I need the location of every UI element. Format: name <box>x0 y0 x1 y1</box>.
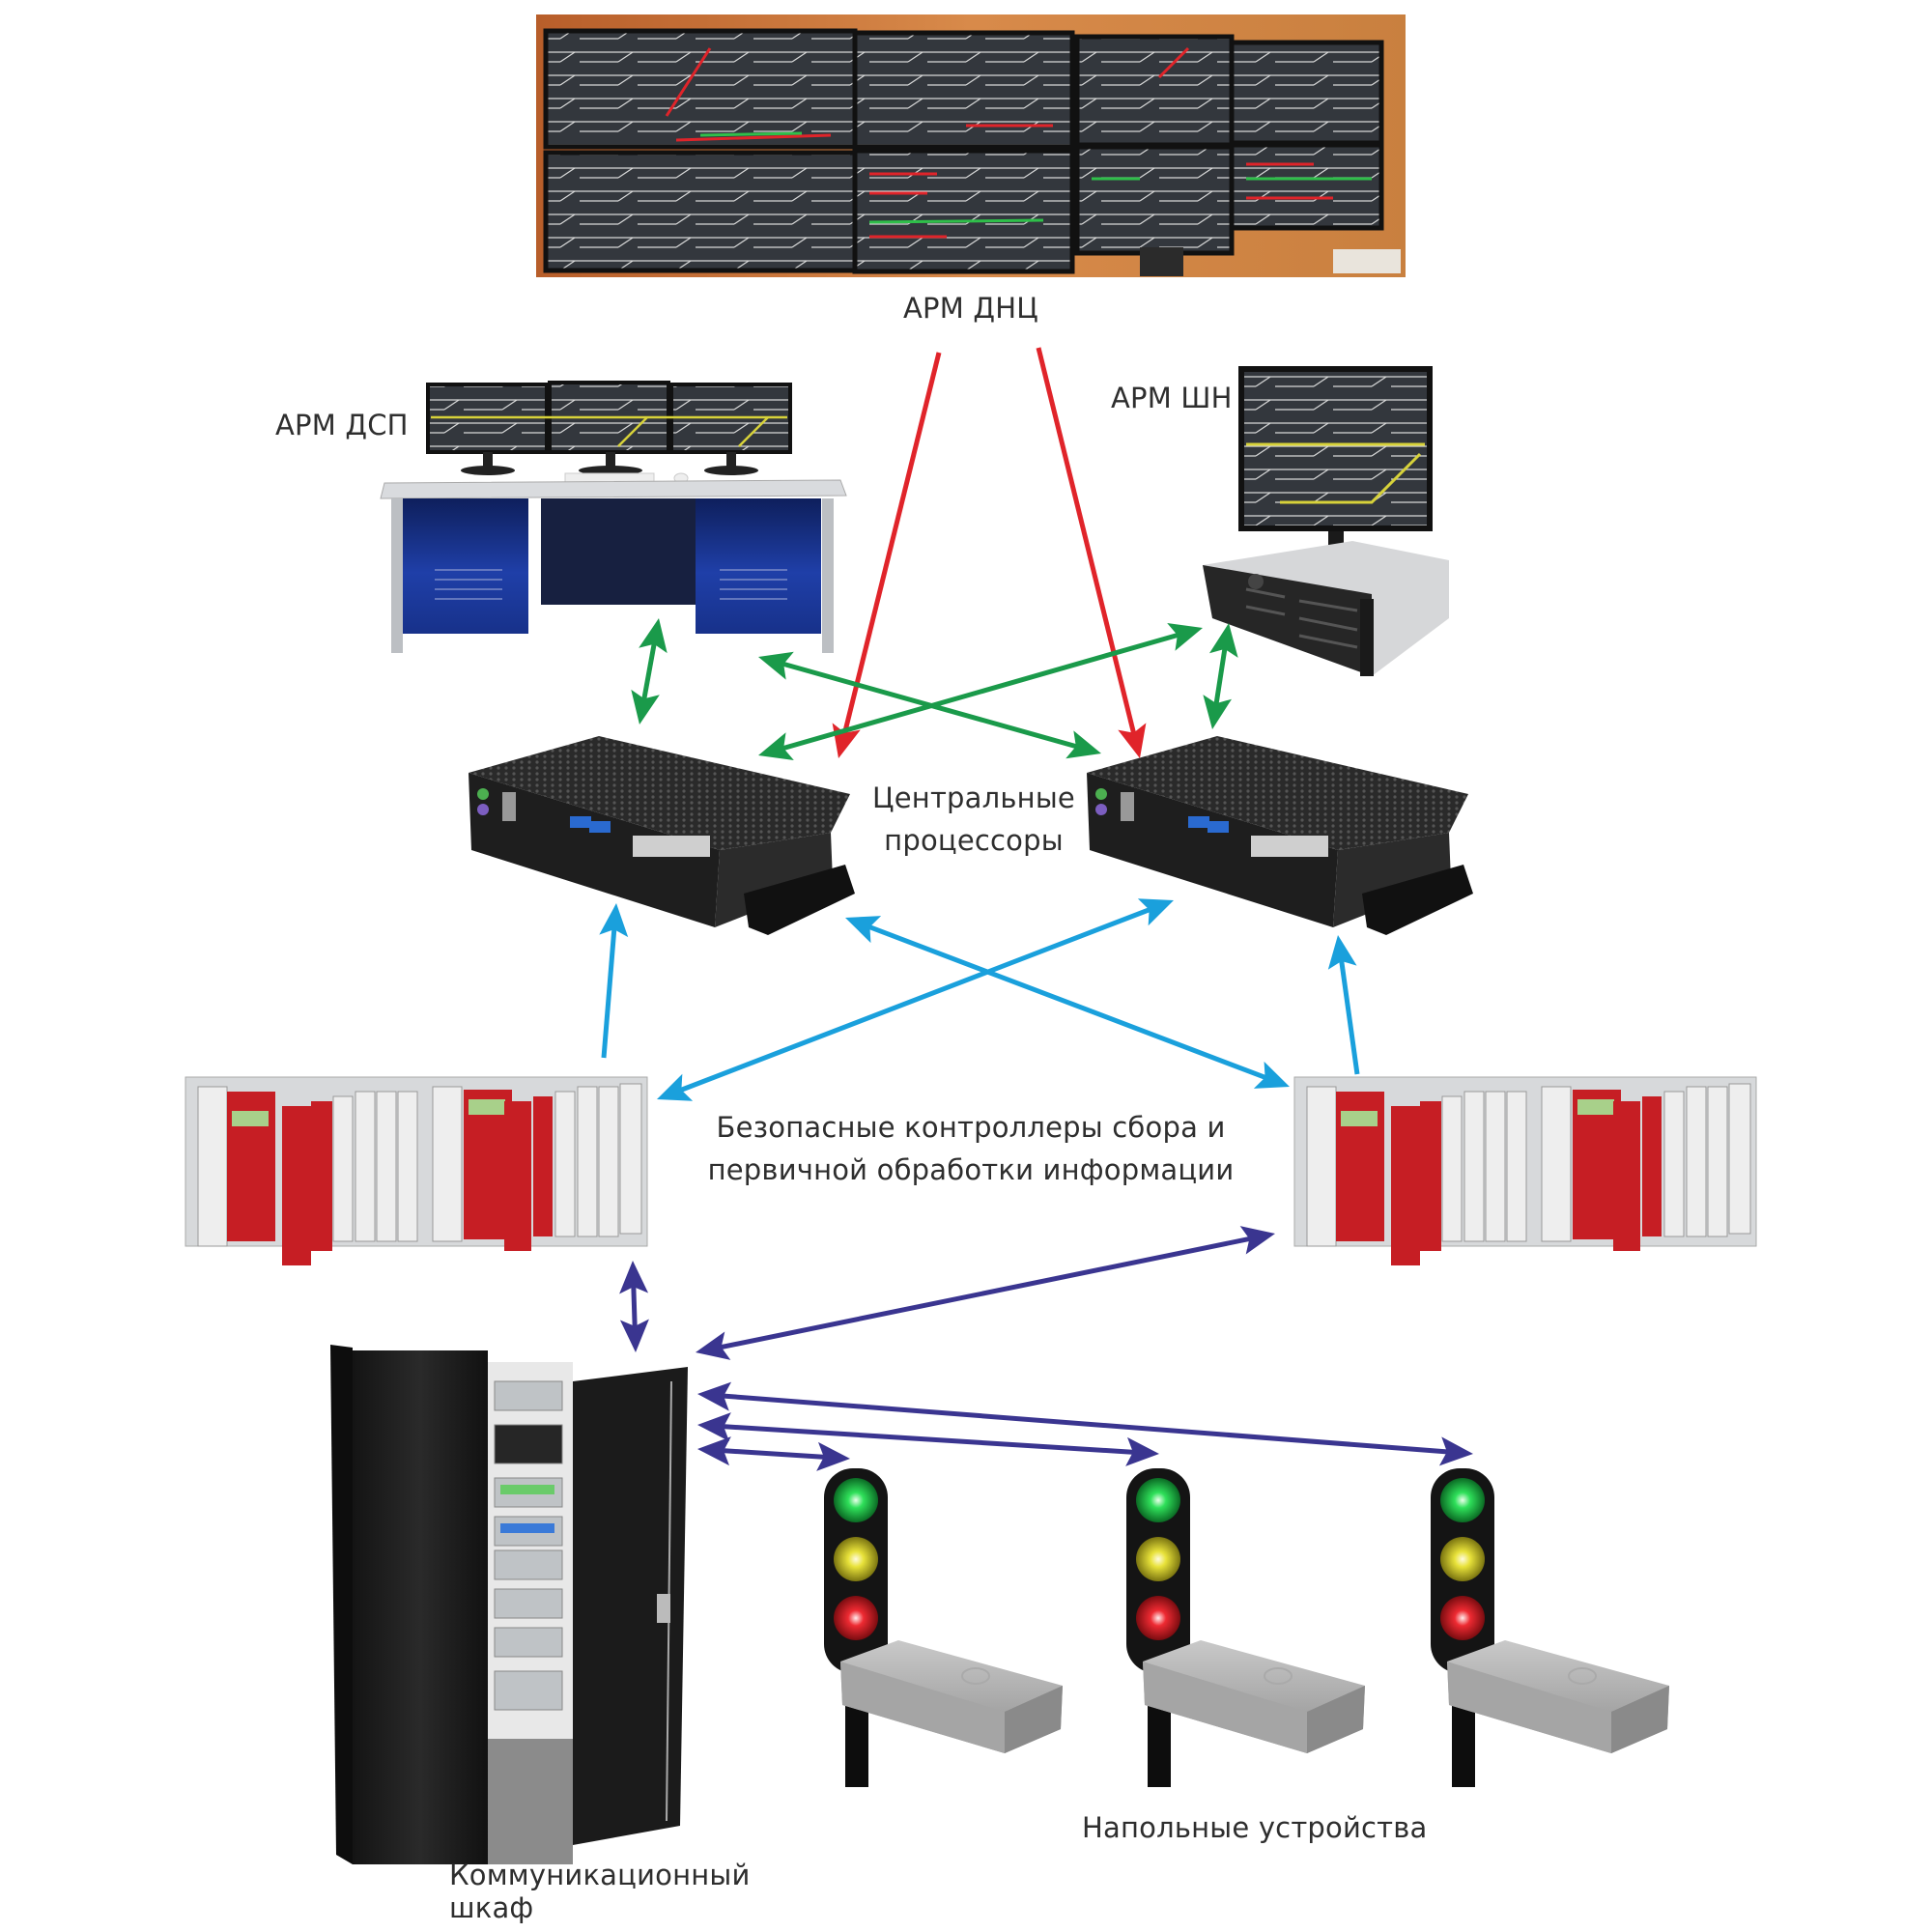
arrow-cabinet-signal-2 <box>697 1412 1159 1466</box>
railway-signal-2-icon <box>1126 1468 1190 1787</box>
arrow-dsp-processor-left <box>631 618 668 724</box>
central-processor-left-icon <box>469 736 855 935</box>
label-cabinet-line2: шкаф <box>449 1891 534 1924</box>
label-controllers-line2: первичной обработки информации <box>707 1153 1235 1186</box>
arrow-controller-left-cabinet <box>619 1261 649 1352</box>
shn-monitor-server-icon <box>1203 366 1449 676</box>
connection-arrows <box>599 347 1473 1471</box>
safety-controller-rack-left-icon <box>185 1076 648 1265</box>
railway-signal-3-icon <box>1431 1468 1494 1787</box>
arrow-shn-processor-right <box>1203 623 1238 729</box>
label-field-devices: Напольные устройства <box>1082 1811 1428 1844</box>
communication-cabinet-icon <box>330 1345 688 1864</box>
arrow-controller-left-to-processor-left <box>599 903 629 1059</box>
arrow-cabinet-signal-3 <box>697 1381 1473 1466</box>
arrow-controller-right-to-processor-right <box>1327 935 1360 1075</box>
arrow-cabinet-signal-1 <box>697 1436 850 1471</box>
trackside-junction-box-1-icon <box>840 1640 1063 1753</box>
arrow-controller-left-processor-right <box>657 898 1174 1101</box>
central-processor-right-icon <box>1087 736 1473 935</box>
arrow-shn-processor-left <box>758 622 1203 761</box>
arrow-dnc-to-processor-right <box>1036 347 1147 758</box>
label-processors-line2: процессоры <box>884 824 1064 857</box>
control-room-videowall-icon <box>536 14 1406 277</box>
dsp-console-desk-icon <box>380 381 847 653</box>
label-processors-line1: Центральные <box>872 781 1075 814</box>
arrow-dnc-to-processor-left <box>832 352 942 758</box>
label-arm-shn: АРМ ШН <box>1111 382 1233 414</box>
label-cabinet-line1: Коммуникационный <box>449 1859 751 1891</box>
railway-signal-1-icon <box>824 1468 888 1787</box>
trackside-junction-box-2-icon <box>1142 1639 1366 1754</box>
safety-controller-rack-right-icon <box>1293 1076 1757 1266</box>
trackside-junction-box-3-icon <box>1446 1639 1670 1754</box>
arrow-cabinet-controller-right <box>696 1226 1275 1360</box>
arrow-processor-left-controller-right <box>845 916 1290 1089</box>
label-arm-dnc: АРМ ДНЦ <box>903 292 1038 325</box>
label-arm-dsp: АРМ ДСП <box>275 409 409 441</box>
label-controllers-line1: Безопасные контроллеры сбора и <box>716 1111 1226 1144</box>
